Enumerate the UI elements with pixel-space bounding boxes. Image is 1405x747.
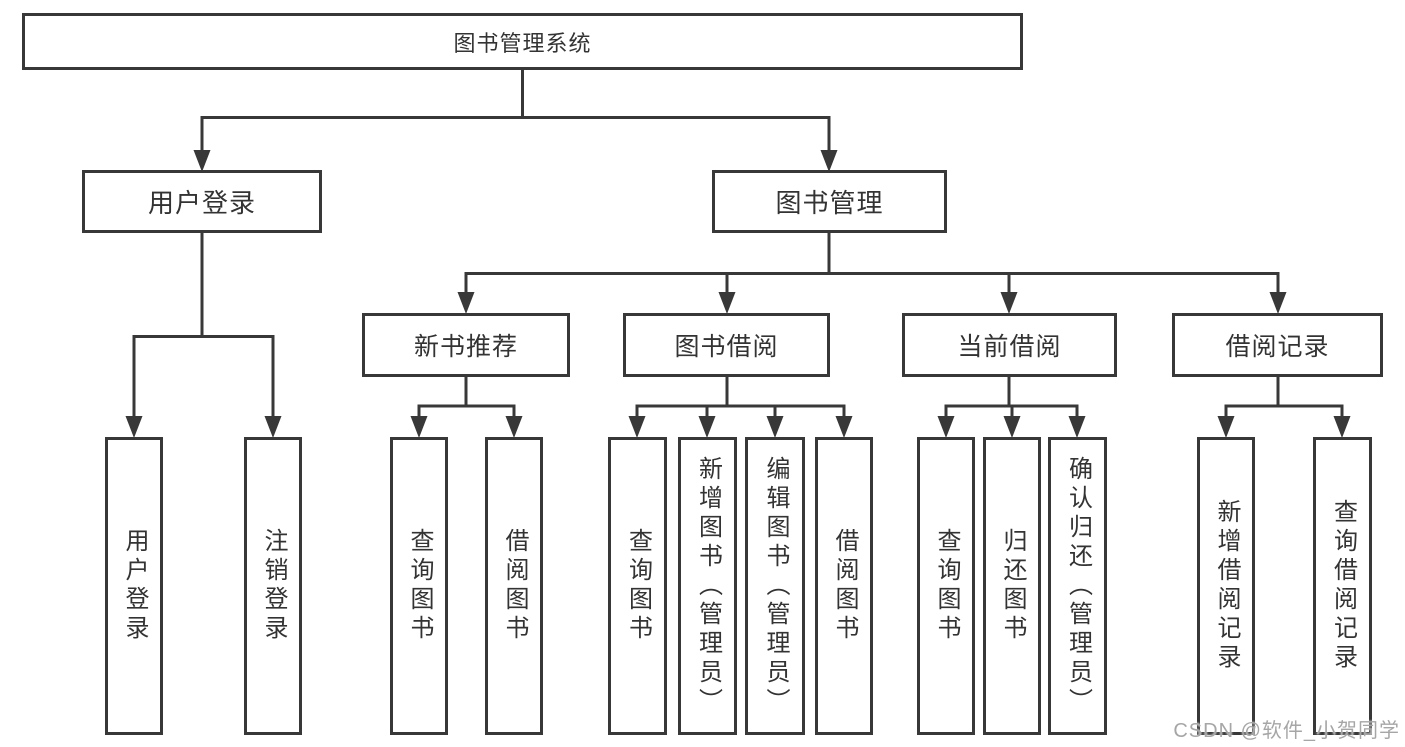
connector-root <box>193 70 838 172</box>
node-label: 当前借阅 <box>957 333 1062 361</box>
connector-borrowing-records <box>1217 377 1351 438</box>
node-label: 新增图书（管理员） <box>694 455 722 717</box>
node-label: 图书借阅 <box>674 333 779 361</box>
node-user-login: 用户登录 <box>82 170 322 233</box>
node-new-book-recommend: 新书推荐 <box>362 313 570 377</box>
arrow-down-icon <box>820 150 838 172</box>
leaf-query-books-recommend: 查询图书 <box>390 437 448 735</box>
node-label: 查询借阅记录 <box>1329 499 1357 673</box>
arrow-down-icon <box>410 416 428 438</box>
arrow-down-icon <box>1333 416 1351 438</box>
connector-book-mgmt <box>457 233 1287 314</box>
node-borrowing-records: 借阅记录 <box>1172 313 1383 377</box>
leaf-add-book-admin: 新增图书（管理员） <box>678 437 737 735</box>
node-book-borrowing: 图书借阅 <box>623 313 830 377</box>
watermark: CSDN @软件_小贺同学 <box>1173 720 1400 742</box>
node-label: 借阅图书 <box>831 528 858 644</box>
node-book-management: 图书管理 <box>712 170 947 233</box>
node-label: 查询图书 <box>624 528 652 644</box>
leaf-borrow-books: 借阅图书 <box>815 437 873 735</box>
node-label: 注销登录 <box>260 528 287 644</box>
arrow-down-icon <box>505 416 523 438</box>
leaf-logout: 注销登录 <box>244 437 302 735</box>
node-label: 归还图书 <box>999 528 1026 644</box>
node-label: 查询图书 <box>406 528 433 644</box>
leaf-query-books-current: 查询图书 <box>917 437 975 735</box>
arrow-down-icon <box>718 292 736 314</box>
arrow-down-icon <box>1217 416 1235 438</box>
node-label: 图书管理系统 <box>453 30 592 56</box>
arrow-down-icon <box>1003 416 1021 438</box>
arrow-down-icon <box>937 416 955 438</box>
leaf-query-borrow-record: 查询借阅记录 <box>1313 437 1372 735</box>
arrow-down-icon <box>835 416 853 438</box>
arrow-down-icon <box>628 416 646 438</box>
node-label: 编辑图书（管理员） <box>762 455 789 717</box>
arrow-down-icon <box>264 416 282 438</box>
connector-new-book-recommend <box>410 377 523 438</box>
node-label: 新书推荐 <box>413 333 518 361</box>
leaf-return-books: 归还图书 <box>983 437 1041 735</box>
arrow-down-icon <box>1000 292 1018 314</box>
arrow-down-icon <box>457 292 475 314</box>
connector-book-borrowing <box>628 377 853 438</box>
node-root: 图书管理系统 <box>22 13 1023 70</box>
leaf-borrow-books-recommend: 借阅图书 <box>485 437 543 735</box>
arrow-down-icon <box>193 150 211 172</box>
arrow-down-icon <box>698 416 716 438</box>
leaf-confirm-return-admin: 确认归还（管理员） <box>1048 437 1107 735</box>
node-label: 用户登录 <box>121 528 148 644</box>
leaf-user-login: 用户登录 <box>105 437 163 735</box>
arrow-down-icon <box>1068 416 1086 438</box>
leaf-add-borrow-record: 新增借阅记录 <box>1197 437 1255 735</box>
connector-user-login <box>125 233 282 438</box>
node-label: 查询图书 <box>933 528 960 644</box>
node-label: 借阅记录 <box>1225 333 1330 361</box>
arrow-down-icon <box>125 416 143 438</box>
node-label: 图书管理 <box>775 188 884 218</box>
node-label: 新增借阅记录 <box>1213 499 1240 673</box>
node-label: 确认归还（管理员） <box>1064 455 1092 717</box>
leaf-edit-book-admin: 编辑图书（管理员） <box>745 437 805 735</box>
arrow-down-icon <box>1269 292 1287 314</box>
node-label: 借阅图书 <box>501 528 528 644</box>
connector-current-borrowing <box>937 377 1086 438</box>
arrow-down-icon <box>766 416 784 438</box>
node-label: 用户登录 <box>147 188 256 218</box>
node-current-borrowing: 当前借阅 <box>902 313 1117 377</box>
leaf-query-books-borrowing: 查询图书 <box>608 437 667 735</box>
